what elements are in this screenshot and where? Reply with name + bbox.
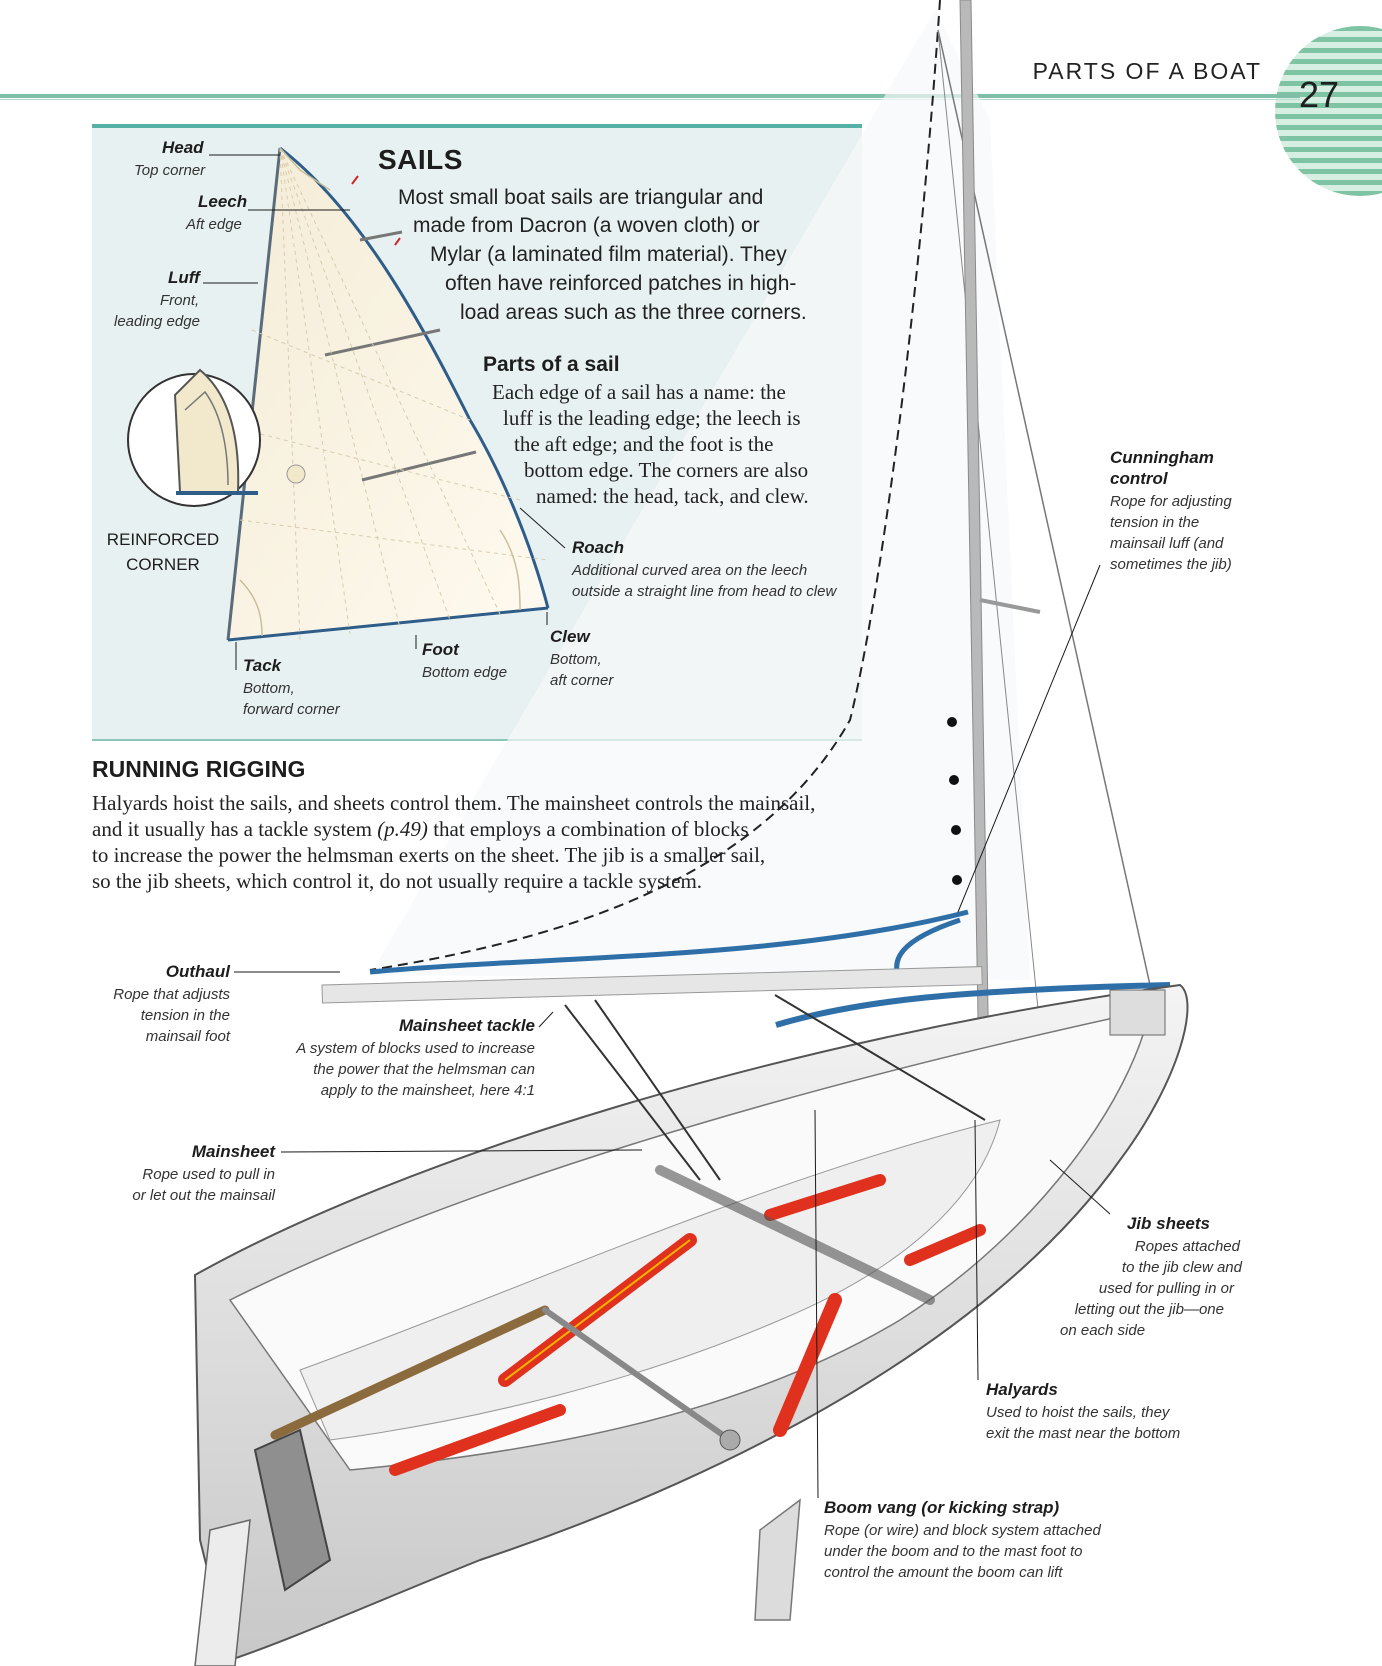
jib-sheets-label: Jib sheets: [1126, 1214, 1210, 1233]
cunningham-desc: tension in the: [1110, 514, 1200, 531]
sails-intro-line: Mylar (a laminated film material). They: [430, 243, 787, 266]
parts-line: bottom edge. The corners are also: [524, 458, 809, 482]
roach-label: Roach: [572, 538, 624, 557]
mainsheet-tackle-desc: A system of blocks used to increase: [296, 1040, 535, 1057]
cunningham-desc: sometimes the jib): [1110, 556, 1232, 573]
leader-lines: [203, 154, 1111, 1499]
jib-sheets-desc: on each side: [1060, 1322, 1146, 1339]
rigging-body-line: to increase the power the helmsman exert…: [92, 843, 766, 867]
page-number: 27: [1298, 74, 1340, 115]
outhaul-label: Outhaul: [165, 962, 230, 981]
outhaul-desc: Rope that adjusts: [113, 986, 230, 1003]
boom-vang-desc: control the amount the boom can lift: [824, 1564, 1063, 1581]
hull-drawing: [193, 983, 1189, 1666]
boom-vang-label: Boom vang (or kicking strap): [824, 1498, 1060, 1517]
mainsheet-desc: Rope used to pull in: [142, 1166, 275, 1183]
head-label: Head: [162, 138, 204, 157]
parts-line: Each edge of a sail has a name: the: [492, 380, 786, 404]
clew-desc: Bottom,: [550, 651, 602, 668]
luff-desc: leading edge: [114, 313, 200, 330]
reinforced-corner-label: REINFORCED CORNER: [106, 530, 220, 574]
outhaul-desc: tension in the: [140, 1007, 230, 1024]
tack-label: Tack: [243, 656, 282, 675]
sails-intro-line: Most small boat sails are triangular and: [398, 186, 764, 209]
page-reference: (p.49): [377, 817, 428, 841]
roach-desc: Additional curved area on the leech: [572, 562, 808, 579]
leech-label: Leech: [198, 192, 248, 211]
boom-vang-desc: under the boom and to the mast foot to: [824, 1543, 1083, 1560]
running-rigging-title: RUNNING RIGGING: [92, 756, 306, 782]
rigging-body-line: and it usually has a tackle system (p.49…: [92, 817, 749, 841]
foot-label: Foot: [422, 640, 459, 659]
mainsheet-tackle-label: Mainsheet tackle: [398, 1016, 535, 1035]
clew-label: Clew: [550, 627, 590, 646]
sails-intro-line: often have reinforced patches in high-: [445, 272, 797, 295]
tack-desc: forward corner: [243, 701, 340, 718]
leech-desc: Aft edge: [186, 216, 242, 233]
jib-sheets-desc: Ropes attached: [1134, 1238, 1240, 1255]
header-rule: [0, 94, 1300, 98]
jib-sheets-desc: to the jib clew and: [1121, 1259, 1242, 1276]
jib-sheets-desc: used for pulling in or: [1098, 1280, 1234, 1297]
roach-desc: outside a straight line from head to cle…: [572, 583, 837, 600]
tack-desc: Bottom,: [243, 680, 295, 697]
mainsheet-label: Mainsheet: [191, 1142, 275, 1161]
parts-of-a-sail-heading: Parts of a sail: [483, 353, 620, 376]
luff-label: Luff: [168, 268, 200, 287]
mainsheet-tackle-desc: apply to the mainsheet, here 4:1: [320, 1082, 535, 1099]
halyards-desc: Used to hoist the sails, they: [986, 1404, 1170, 1421]
boom-vang-desc: Rope (or wire) and block system attached: [824, 1522, 1101, 1539]
jib-sheets-desc: letting out the jib—one: [1074, 1301, 1224, 1318]
parts-line: named: the head, tack, and clew.: [536, 484, 809, 508]
foot-desc: Bottom edge: [422, 664, 508, 681]
parts-line: luff is the leading edge; the leech is: [503, 406, 801, 430]
outhaul-desc: mainsail foot: [145, 1028, 230, 1045]
sails-intro-line: load areas such as the three corners.: [460, 301, 807, 324]
cunningham-label: control: [1110, 469, 1168, 488]
cunningham-desc: mainsail luff (and: [1110, 535, 1224, 552]
mainsail-drawing: [369, 0, 1151, 1176]
running-head: PARTS OF A BOAT: [1032, 58, 1262, 84]
halyards-desc: exit the mast near the bottom: [986, 1425, 1181, 1442]
clew-desc: aft corner: [550, 672, 614, 689]
rigging-body-line: Halyards hoist the sails, and sheets con…: [92, 791, 816, 815]
sails-title: SAILS: [378, 144, 463, 175]
parts-line: the aft edge; and the foot is the: [514, 432, 774, 456]
mainsheet-tackle-desc: the power that the helmsman can: [313, 1061, 535, 1078]
cunningham-label: Cunningham: [1110, 448, 1214, 467]
halyards-label: Halyards: [986, 1380, 1058, 1399]
mainsheet-desc: or let out the mainsail: [132, 1187, 275, 1204]
cunningham-desc: Rope for adjusting: [1110, 493, 1232, 510]
luff-desc: Front,: [160, 292, 200, 309]
rigging-body-line: so the jib sheets, which control it, do …: [92, 869, 703, 893]
boom-drawing: [321, 909, 1171, 1028]
head-desc: Top corner: [134, 162, 206, 179]
sails-intro-line: made from Dacron (a woven cloth) or: [413, 214, 760, 237]
header-rule-thin: [0, 99, 1300, 100]
